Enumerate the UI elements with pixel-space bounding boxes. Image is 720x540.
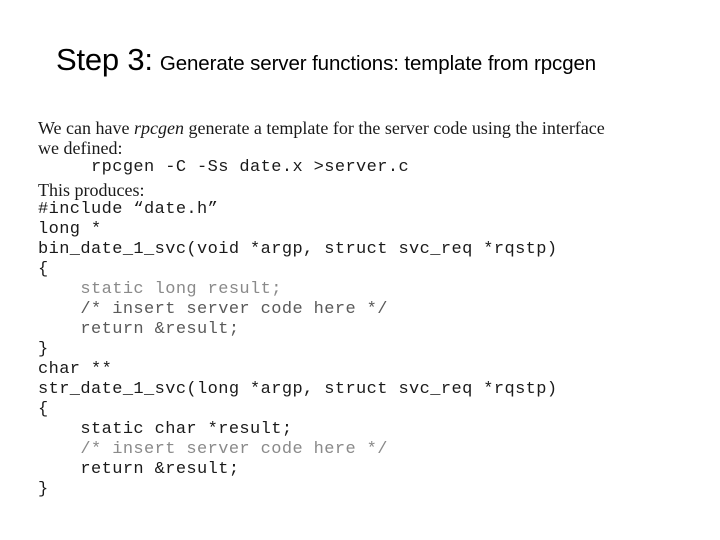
title-subtitle: Generate server functions: template from… bbox=[159, 52, 597, 75]
code-line: str_date_1_svc(long *argp, struct svc_re… bbox=[38, 380, 558, 399]
intro-text-after: generate a template for the server code … bbox=[183, 118, 605, 138]
code-line: } bbox=[38, 480, 49, 499]
code-line: /* insert server code here */ bbox=[38, 300, 388, 319]
code-line: return &result; bbox=[38, 460, 240, 479]
produces-label: This produces: bbox=[38, 180, 145, 200]
code-line: { bbox=[38, 260, 49, 279]
code-line: /* insert server code here */ bbox=[38, 440, 388, 459]
code-line: long * bbox=[38, 220, 102, 239]
intro-line-2: we defined: bbox=[38, 138, 123, 158]
code-line: char ** bbox=[38, 360, 113, 379]
title-step-label: Step 3: bbox=[56, 42, 153, 77]
code-line: #include “date.h” bbox=[38, 200, 219, 219]
code-line: } bbox=[38, 340, 49, 359]
slide-body: We can have rpcgen generate a template f… bbox=[38, 118, 698, 500]
page-title: Step 3: Generate server functions: templa… bbox=[56, 44, 680, 75]
intro-text-before: We can have bbox=[38, 118, 134, 138]
command-line: rpcgen -C -Ss date.x >server.c bbox=[38, 158, 410, 177]
code-line: static char *result; bbox=[38, 420, 293, 439]
code-line: static long result; bbox=[38, 280, 282, 299]
code-line: return &result; bbox=[38, 320, 240, 339]
intro-italic-rpcgen: rpcgen bbox=[134, 118, 184, 138]
code-line: { bbox=[38, 400, 49, 419]
intro-line-1: We can have rpcgen generate a template f… bbox=[38, 118, 698, 138]
code-line: bin_date_1_svc(void *argp, struct svc_re… bbox=[38, 240, 558, 259]
